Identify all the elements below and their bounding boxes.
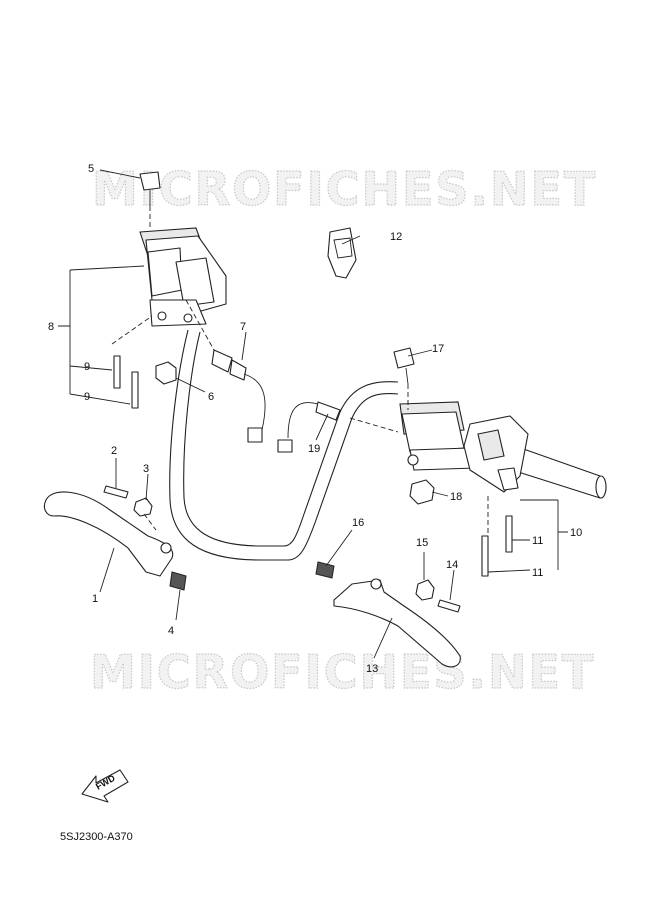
- callout-14: 14: [446, 559, 458, 571]
- callout-16: 16: [352, 517, 364, 529]
- right-lever: [333, 578, 461, 668]
- leader-lines: [58, 169, 568, 659]
- callout-17: 17: [432, 343, 444, 355]
- handlebar: [169, 329, 607, 561]
- callout-11-upper: 11: [532, 535, 543, 547]
- callout-4: 4: [168, 625, 174, 637]
- fwd-arrow-icon: FWD: [81, 769, 129, 803]
- callout-15: 15: [416, 537, 428, 549]
- left-lever-holder: [139, 227, 233, 373]
- callout-labels: 1 2 3 4 5 6 7 8 9 9 10 11 11 12 13 14 15…: [48, 163, 582, 675]
- callout-3: 3: [143, 463, 149, 475]
- callout-10: 10: [570, 527, 582, 539]
- callout-6: 6: [208, 391, 214, 403]
- alignment-lines: [111, 206, 489, 536]
- callout-9-lower: 9: [84, 391, 90, 403]
- callout-19: 19: [308, 443, 320, 455]
- callout-2: 2: [111, 445, 117, 457]
- callout-12: 12: [390, 231, 402, 243]
- callout-13: 13: [366, 663, 378, 675]
- callout-1: 1: [92, 593, 98, 605]
- left-lever: [43, 491, 174, 577]
- callout-8: 8: [48, 321, 54, 333]
- callout-5: 5: [88, 163, 94, 175]
- callout-11-lower: 11: [532, 567, 543, 579]
- watermark-bottom: MICROFICHES.NET: [90, 645, 595, 699]
- watermark-top: MICROFICHES.NET: [92, 162, 597, 216]
- callout-9-upper: 9: [84, 361, 90, 373]
- callout-18: 18: [450, 491, 462, 503]
- callout-7: 7: [240, 321, 246, 333]
- right-switch-assembly: [399, 401, 529, 493]
- diagram-code: 5SJ2300-A370: [60, 831, 133, 843]
- small-parts: [103, 171, 513, 613]
